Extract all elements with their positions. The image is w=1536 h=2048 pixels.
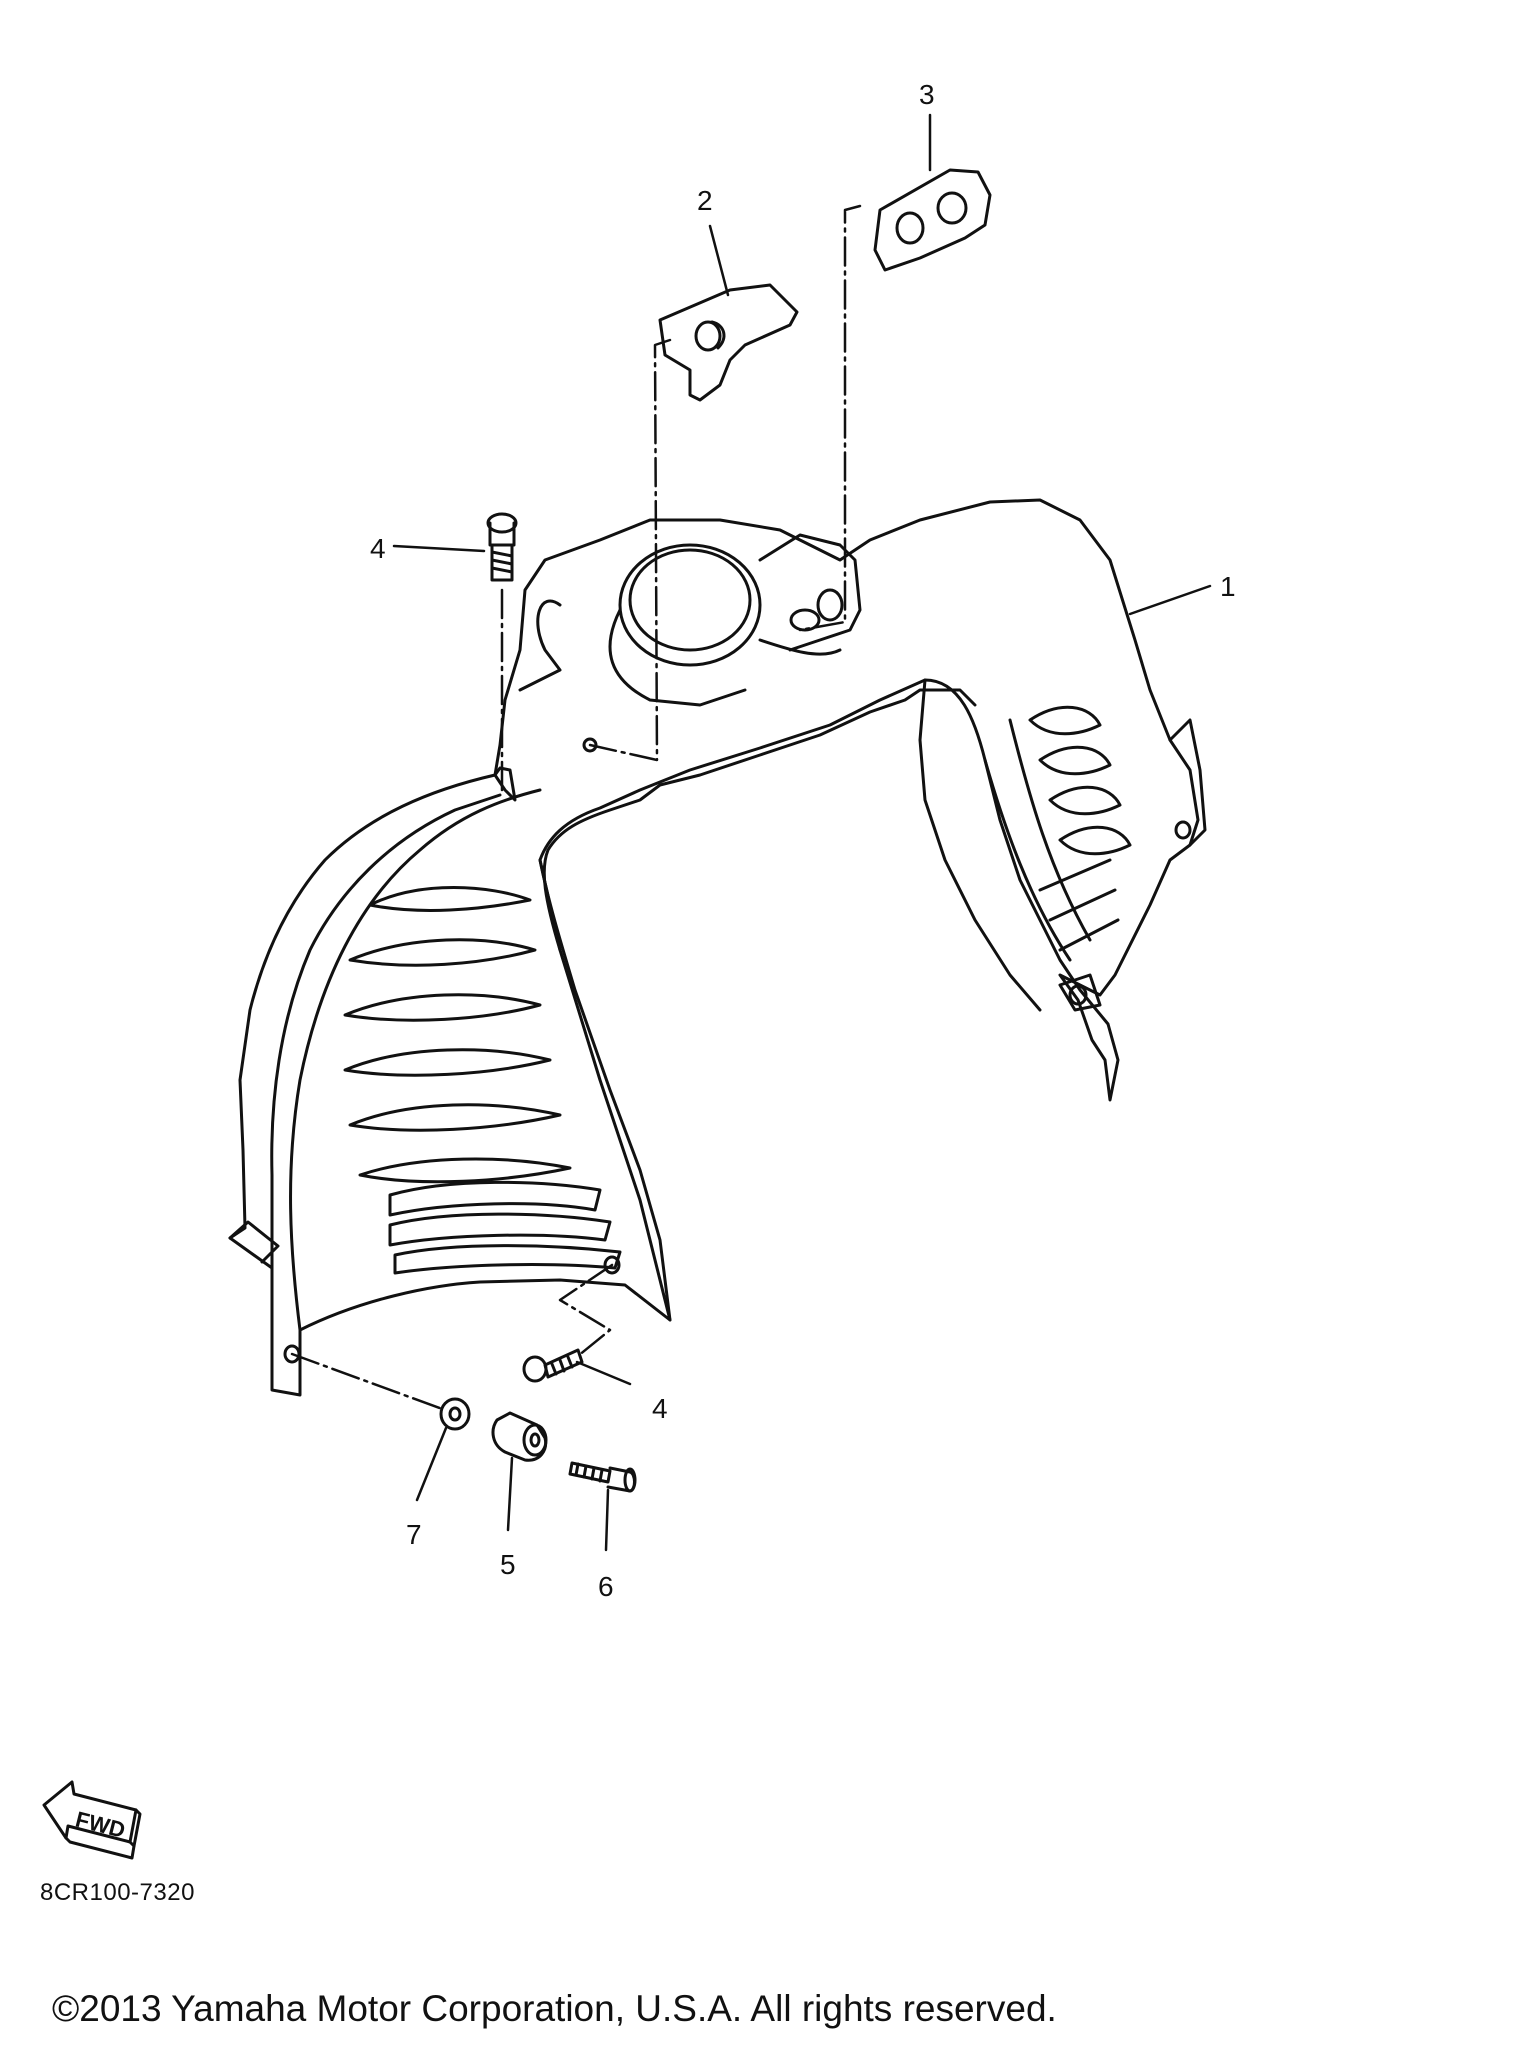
collar-icon: [491, 1411, 548, 1462]
screw-icon: [486, 512, 518, 582]
callout-labels: 1 2 3 4 4 7 5 6: [370, 79, 1236, 1602]
diagram-code: 8CR100-7320: [40, 1879, 195, 1906]
copyright-notice: ©2013 Yamaha Motor Corporation, U.S.A. A…: [52, 1988, 1057, 2029]
plate-icon: [873, 168, 992, 272]
forward-arrow-icon: FWD: [42, 1780, 142, 1860]
callout-4-top: 4: [370, 533, 386, 564]
nut-icon: [439, 1397, 471, 1431]
callout-2: 2: [697, 185, 713, 216]
callout-1: 1: [1220, 571, 1236, 602]
callout-4-bottom: 4: [652, 1393, 668, 1424]
callout-5: 5: [500, 1549, 516, 1580]
bolt-icon: [568, 1461, 637, 1493]
leader-lines: [392, 113, 1212, 1552]
fwd-label: FWD: [73, 1806, 128, 1842]
inner-panel-icon: [228, 498, 1207, 1397]
bracket-icon: [658, 283, 799, 402]
assembly-lines: [290, 204, 862, 1412]
callout-3: 3: [919, 79, 935, 110]
callout-6: 6: [598, 1571, 614, 1602]
callout-7: 7: [406, 1519, 422, 1550]
screw-icon: [522, 1348, 584, 1383]
